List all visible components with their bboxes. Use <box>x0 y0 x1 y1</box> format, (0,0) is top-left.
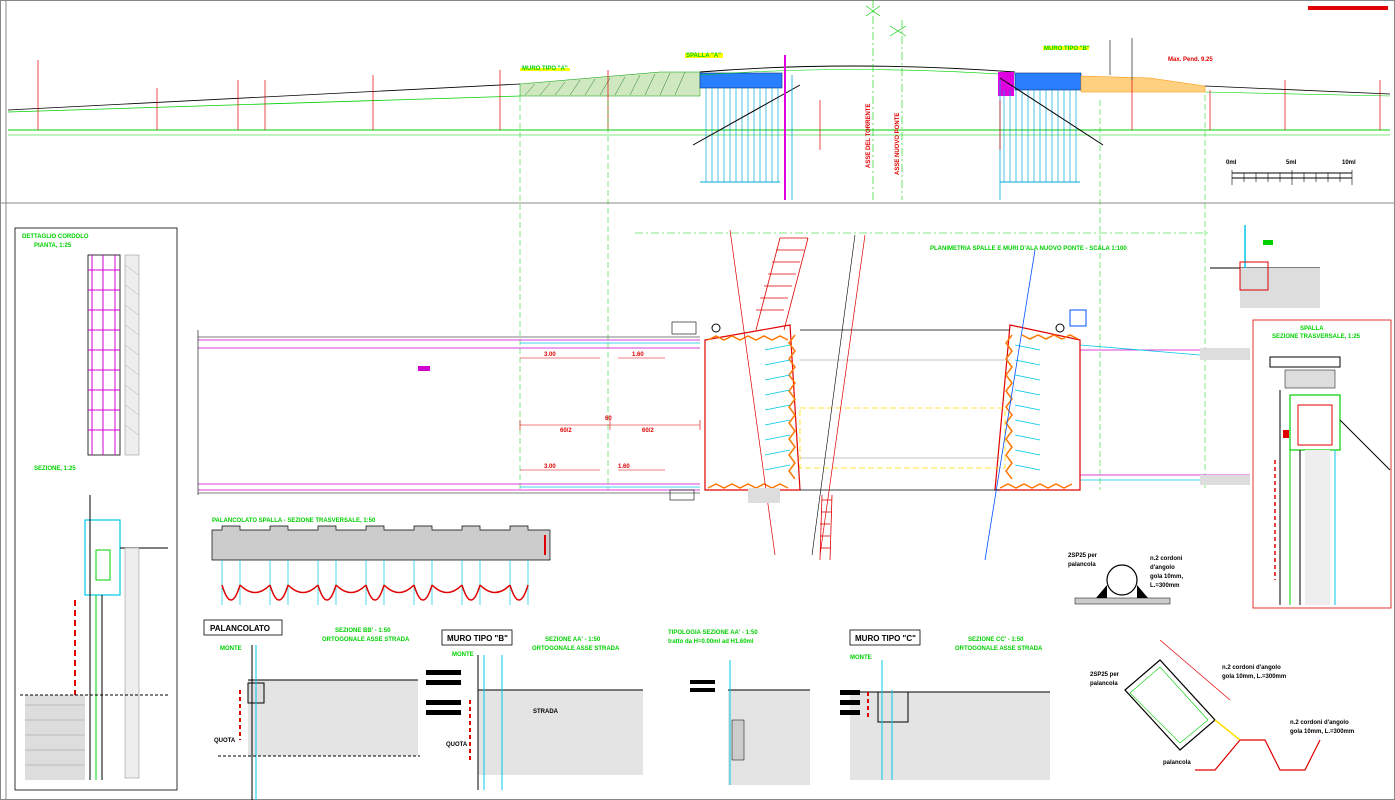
muro-c-title: MURO TIPO "C" <box>855 634 916 643</box>
detail-section-title: SEZIONE, 1:25 <box>34 466 76 472</box>
plan-dim-bot-1: 3.00 <box>544 464 556 470</box>
label-muro-b: MURO TIPO "B" <box>1044 46 1090 52</box>
abutment-marker <box>998 72 1014 96</box>
muro-b-strada: STRADA <box>533 709 559 715</box>
label-spalla-a: SPALLA "A" <box>686 53 721 59</box>
section-bb-title: SEZIONE BB' - 1:50 <box>335 628 391 634</box>
embankment-right <box>1080 75 1206 93</box>
plan-road-edges <box>198 339 1250 491</box>
spalla-title-1: SPALLA <box>1300 326 1324 332</box>
section-aa-title: SEZIONE AA' - 1:50 <box>545 637 601 643</box>
palancolato-label: PALANCOLATO SPALLA - SEZIONE TRASVERSALE… <box>212 518 376 524</box>
section-muro-b: MURO TIPO "B" SEZIONE AA' - 1:50 ORTOGON… <box>426 629 643 790</box>
corner-detail: 2SP25 per palancola n.2 cordoni d'angolo… <box>1090 639 1354 771</box>
title-block-mark <box>1308 6 1388 10</box>
palancolato-section: PALANCOLATO SPALLA - SEZIONE TRASVERSALE… <box>211 518 551 605</box>
corner-label-d: gola 10mm, L.=300mm <box>1222 674 1286 680</box>
pipe-sub: palancola <box>1068 562 1096 568</box>
corner-label-g: palancola <box>1163 760 1191 766</box>
longitudinal-profile: MURO TIPO "A" SPALLA "A" MURO TIPO "B" M… <box>7 0 1391 490</box>
corner-label-f: gola 10mm, L.=300mm <box>1290 729 1354 735</box>
section-cc-subtitle: ORTOGONALE ASSE STRADA <box>955 646 1043 652</box>
plan-dim-bot-2: 1.60 <box>618 464 630 470</box>
ground-line-left <box>7 83 521 111</box>
piles-right <box>1003 90 1077 182</box>
muro-b-monte: MONTE <box>452 652 474 658</box>
scale-label-10: 10ml <box>1342 160 1356 166</box>
deck-slab-right <box>1014 72 1082 91</box>
pipe-detail: 2SP25 per palancola n.2 cordoni d'angolo… <box>1068 553 1183 605</box>
section-bb-quota: QUOTA <box>214 738 236 744</box>
plan-dim-total: 60 <box>605 416 612 422</box>
label-max-pend: Max. Pend. 9.25 <box>1168 57 1213 63</box>
detail-cordolo: DETTAGLIO CORDOLO PIANTA, 1:25 SEZIONE, … <box>14 227 178 791</box>
graphic-scale: 0ml 5ml 10ml <box>1226 160 1356 185</box>
pipe-note-2: d'angolo <box>1150 565 1175 571</box>
spalla-title-2: SEZIONE TRASVERSALE, 1:25 <box>1272 334 1361 340</box>
detail-title-1: DETTAGLIO CORDOLO <box>22 234 89 240</box>
label-asse-torrente: ASSE DEL TORRENTE <box>866 104 872 168</box>
plan-dim-top-1: 3.00 <box>544 352 556 358</box>
plan-dim-half-left: 60/2 <box>560 428 572 434</box>
section-cc-title: SEZIONE CC' - 1:50 <box>968 637 1024 643</box>
pipe-note-4: L.=300mm <box>1150 583 1180 589</box>
detail-title-2: PIANTA, 1:25 <box>34 243 72 249</box>
pipe-note-3: gola 10mm, <box>1150 574 1183 580</box>
label-asse-ponte: ASSE NUOVO PONTE <box>895 113 901 175</box>
muro-c-monte: MONTE <box>850 655 872 661</box>
muro-b-quota: QUOTA <box>446 742 468 748</box>
guardrail-section <box>1210 225 1320 308</box>
pipe-note-1: n.2 cordoni <box>1150 556 1183 562</box>
corner-label-e: n.2 cordoni d'angolo <box>1290 720 1349 726</box>
section-palancolato-title: PALANCOLATO <box>210 624 270 633</box>
label-muro-a: MURO TIPO "A" <box>522 66 568 72</box>
section-aa-subtitle: ORTOGONALE ASSE STRADA <box>532 646 620 652</box>
scale-label-0: 0ml <box>1226 160 1237 166</box>
leader-tags <box>520 46 1089 71</box>
deck-slab-left <box>699 72 783 89</box>
muro-b-title: MURO TIPO "B" <box>447 634 508 643</box>
section-palancolato: PALANCOLATO SEZIONE BB' - 1:50 ORTOGONAL… <box>203 619 420 800</box>
corner-label-a: 2SP25 per <box>1090 672 1120 678</box>
spalla-detail: SPALLA SEZIONE TRASVERSALE, 1:25 <box>1252 319 1392 609</box>
section-bb-monte: MONTE <box>220 646 242 652</box>
section-tipologia-aa: TIPOLOGIA SEZIONE AA' - 1:50 tratto da H… <box>668 630 810 785</box>
road-profile <box>699 65 1016 73</box>
plan-dim-top-2: 1.60 <box>632 352 644 358</box>
plan-title: PLANIMETRIA SPALLE E MURI D'ALA NUOVO PO… <box>930 246 1127 252</box>
pipe-title: 2SP25 per <box>1068 553 1098 559</box>
corner-label-c: n.2 cordoni d'angolo <box>1222 665 1281 671</box>
plan-dim-half-right: 60/2 <box>642 428 654 434</box>
piles-left <box>705 88 779 182</box>
embankment-left <box>519 71 701 97</box>
tipologia-aa-subtitle: tratto da H=0.00ml ad H1.60ml <box>668 639 754 645</box>
scale-label-5: 5ml <box>1286 160 1297 166</box>
section-muro-c: MURO TIPO "C" SEZIONE CC' - 1:50 ORTOGON… <box>840 629 1050 780</box>
slope-line-left <box>692 84 801 146</box>
corner-label-b: palancola <box>1090 681 1118 687</box>
tipologia-aa-title: TIPOLOGIA SEZIONE AA' - 1:50 <box>668 630 758 636</box>
slope-line-right <box>999 77 1104 146</box>
section-bb-subtitle: ORTOGONALE ASSE STRADA <box>322 637 410 643</box>
plan-view: PLANIMETRIA SPALLE E MURI D'ALA NUOVO PO… <box>197 229 1250 561</box>
